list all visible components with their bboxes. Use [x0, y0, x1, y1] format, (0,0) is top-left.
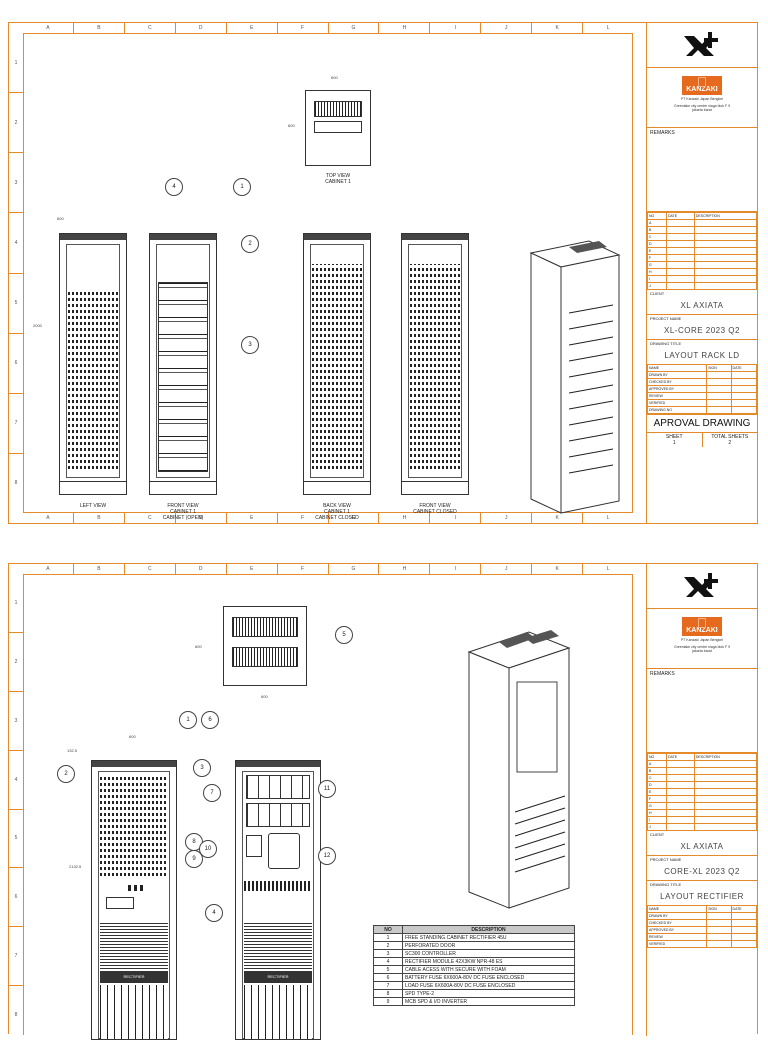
xl-logo-2	[647, 564, 757, 609]
parts-header-description: DESCRIPTION	[402, 925, 575, 934]
drawing-area-2	[23, 574, 633, 1035]
kanzaki-logo-2: KANZAKI	[682, 617, 722, 636]
rectifier-label-open: RECTIFIER	[244, 971, 312, 983]
kanzaki-logo: KANZAKI	[682, 76, 722, 95]
title-block-1: KANZAKI PT Kanzaki Japan Bengkel Greenla…	[646, 23, 758, 523]
xl-logo	[647, 23, 757, 68]
cabinet-front-view-open	[149, 233, 217, 495]
callout-11: 11	[318, 780, 336, 798]
sheet-number: 1	[672, 440, 676, 446]
company-address: Greenlake city centre niaga blok F 9 jak…	[673, 103, 731, 113]
remarks-box: REMARKS	[647, 128, 757, 212]
client-name: XL AXIATA	[680, 301, 724, 310]
cabinet-back-view	[303, 233, 371, 495]
dim-height: 2000	[33, 323, 42, 328]
callout-4-sheet2: 4	[205, 904, 223, 922]
drawing-area-1	[23, 33, 633, 513]
left-view-label: LEFT VIEW	[79, 503, 107, 509]
rectifier-front-open: RECTIFIER	[235, 760, 321, 1040]
callout-4: 4	[165, 178, 183, 196]
callout-7: 7	[203, 784, 221, 802]
company-block: KANZAKI PT Kanzaki Japan Bengkel Greenla…	[647, 68, 757, 128]
top-view-rectifier	[223, 606, 307, 686]
project-name: XL-CORE 2023 Q2	[664, 326, 740, 335]
rectifier-isometric-view	[467, 630, 571, 909]
project-name-2: CORE-XL 2023 Q2	[664, 867, 740, 876]
rectifier-front-closed: RECTIFIER	[91, 760, 177, 1040]
drawing-title-2: LAYOUT RECTIFIER	[660, 892, 744, 901]
company-name: PT Kanzaki Japan Bengkel	[681, 97, 723, 101]
callout-1: 1	[233, 178, 251, 196]
title-block-2: KANZAKI PT Kanzaki Japan Bengkel Greenla…	[646, 564, 758, 1036]
dim-top-depth: 600	[288, 123, 295, 128]
callout-3: 3	[241, 336, 259, 354]
client-name-2: XL AXIATA	[680, 842, 724, 851]
callout-6: 6	[201, 711, 219, 729]
remarks-label: REMARKS	[650, 130, 675, 136]
dim-top-depth-2: 600	[195, 644, 202, 649]
dim-width: 600	[57, 216, 64, 221]
callout-5: 5	[335, 626, 353, 644]
total-sheets: 2	[728, 440, 732, 446]
back-view-label: BACK VIEW CABINET 1 CABINET CLOSED	[315, 503, 359, 521]
callout-2-sheet2: 2	[57, 765, 75, 783]
parts-header-no: NO	[373, 925, 403, 934]
front-closed-label: FRONT VIEW CABINET CLOSED	[413, 503, 457, 515]
approval-label: APROVAL DRAWING	[647, 415, 757, 433]
company-block-2: KANZAKI PT Kanzaki Japan Bengkel Greenla…	[647, 609, 757, 669]
callout-12: 12	[318, 847, 336, 865]
dim-top-width: 600	[331, 75, 338, 80]
callout-3-sheet2: 3	[193, 759, 211, 777]
drawing-title: LAYOUT RACK LD	[664, 351, 740, 360]
callout-9: 9	[185, 850, 203, 868]
dim-top-width-2: 600	[261, 694, 268, 699]
dim-top-cap-2: 132.5	[67, 748, 78, 753]
dim-front-width-2: 600	[129, 734, 136, 739]
dim-height-2: 2132.5	[69, 864, 82, 869]
callout-10: 10	[199, 840, 217, 858]
project-name-box: PROJECT NAME XL-CORE 2023 Q2	[647, 315, 757, 340]
project-name-box-2: PROJECT NAME CORE-XL 2023 Q2	[647, 856, 757, 881]
cabinet-left-view	[59, 233, 127, 495]
top-view-label: TOP VIEW CABINET 1	[325, 173, 351, 185]
rectifier-label: RECTIFIER	[100, 971, 168, 983]
callout-2: 2	[241, 235, 259, 253]
top-view-cabinet-1	[305, 90, 371, 166]
cabinet-front-view-closed	[401, 233, 469, 495]
remarks-box-2: REMARKS	[647, 669, 757, 753]
callout-1-sheet2: 1	[179, 711, 197, 729]
cabinet-isometric-view	[529, 240, 621, 514]
front-open-label: FRONT VIEW CABINET 1 CABINET (OPEN)	[162, 503, 204, 521]
